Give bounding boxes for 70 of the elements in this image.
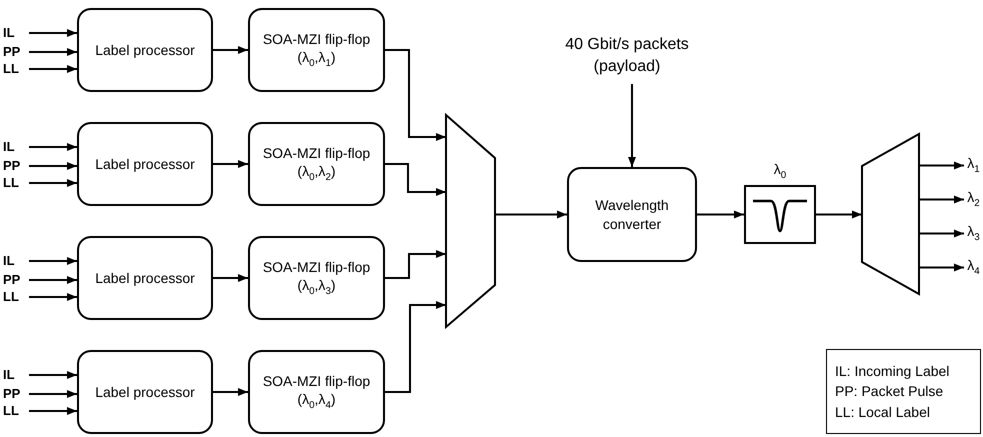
signal-label: λ$_{2}$: [967, 189, 980, 210]
arrow: [385, 49, 446, 141]
signal-label: IL: [3, 139, 15, 155]
demultiplexer-trapezoid: [862, 134, 919, 294]
arrow: [29, 276, 77, 284]
arrow: [29, 29, 77, 37]
signal-label: 40 Gbit/s packets (payload): [564, 35, 690, 78]
signal-label: PP: [3, 44, 20, 60]
arrow: [919, 196, 964, 204]
process-box: [567, 167, 697, 262]
legend-box: [826, 349, 981, 434]
signal-label: λ$_{1}$: [967, 155, 980, 176]
arrow: [29, 390, 77, 398]
process-box: [248, 350, 385, 434]
signal-label: λ$_{4}$: [967, 257, 980, 278]
arrow: [29, 162, 77, 170]
arrow: [628, 84, 636, 167]
signal-label: PP: [3, 386, 20, 402]
process-box: [77, 8, 213, 92]
process-box: [248, 122, 385, 206]
arrow: [29, 65, 77, 73]
process-box: [77, 350, 213, 434]
box-label: Label processor: [95, 268, 195, 288]
arrow: [29, 143, 77, 151]
process-box: [77, 236, 213, 320]
process-box: [248, 236, 385, 320]
box-label: SOA-MZI flip-flop (λ$_{0}$,λ$_{3}$): [262, 258, 372, 298]
arrow: [213, 160, 248, 168]
arrow: [29, 293, 77, 301]
arrow: [919, 264, 964, 272]
arrow: [29, 257, 77, 265]
process-box: [77, 122, 213, 206]
signal-label: IL: [3, 253, 15, 269]
signal-label: PP: [3, 158, 20, 174]
box-label: Wavelength converter: [594, 196, 670, 233]
box-label: Label processor: [95, 382, 195, 402]
arrow: [29, 371, 77, 379]
arrow: [29, 407, 77, 415]
box-label: SOA-MZI flip-flop (λ$_{0}$,λ$_{2}$): [262, 144, 372, 184]
box-label: Label processor: [95, 40, 195, 60]
signal-label: LL: [3, 61, 19, 77]
signal-label: IL: [3, 25, 15, 41]
signal-label: PP: [3, 272, 20, 288]
arrow: [919, 230, 964, 238]
signal-label: IL: [3, 367, 15, 383]
legend-entry: IL: Incoming Label: [835, 362, 950, 382]
arrow: [213, 388, 248, 396]
signal-label: LL: [3, 403, 19, 419]
arrow: [385, 301, 446, 393]
arrow: [697, 210, 744, 218]
signal-label: LL: [3, 289, 19, 305]
box-label: Label processor: [95, 154, 195, 174]
arrow: [495, 210, 567, 218]
box-label: SOA-MZI flip-flop (λ$_{0}$,λ$_{4}$): [262, 372, 372, 412]
arrow: [816, 210, 862, 218]
signal-label: λ$_{3}$: [967, 223, 980, 244]
box-label: SOA-MZI flip-flop (λ$_{0}$,λ$_{1}$): [262, 30, 372, 70]
arrow: [29, 48, 77, 56]
arrow: [213, 274, 248, 282]
arrow: [385, 250, 446, 279]
arrow: [29, 179, 77, 187]
arrow: [385, 163, 446, 196]
process-box: [248, 8, 385, 92]
wavelength-label: λ$_{0}$: [772, 161, 788, 181]
arrow: [213, 46, 248, 54]
legend-entry: LL: Local Label: [835, 402, 930, 422]
signal-label: LL: [3, 175, 19, 191]
multiplexer-trapezoid: [446, 115, 495, 327]
arrow: [919, 162, 964, 170]
legend-entry: PP: Packet Pulse: [835, 382, 944, 402]
